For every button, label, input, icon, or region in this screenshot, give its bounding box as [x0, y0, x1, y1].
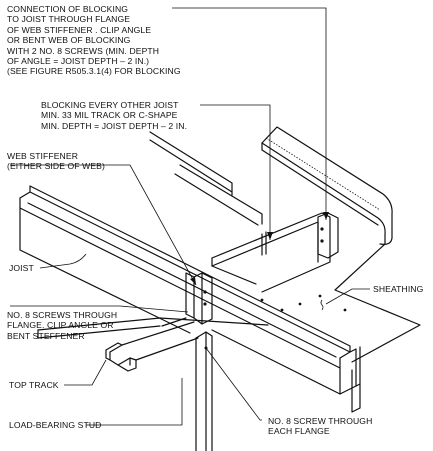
far-joist	[149, 131, 263, 226]
note-line: MIN. 33 MIL TRACK OR C-SHAPE	[41, 110, 178, 121]
note-line: WITH 2 NO. 8 SCREWS (MIN. DEPTH	[7, 45, 160, 56]
screw-each-flange-note: NO. 8 SCREW THROUGH EACH FLANGE	[268, 416, 372, 437]
top-track	[37, 317, 269, 372]
note-line: LOAD-BEARING STUD	[9, 420, 102, 430]
sheathing-panel	[261, 126, 421, 363]
main-joist	[19, 185, 361, 413]
screws-flange-note: NO. 8 SCREWS THROUGH FLANGE. CLIP ANGLE …	[7, 310, 117, 341]
blocking-every-other-note: BLOCKING EVERY OTHER JOIST MIN. 33 MIL T…	[41, 100, 187, 131]
sheathing-label: SHEATHING	[373, 284, 423, 294]
note-line: WEB STIFFENER	[7, 151, 79, 161]
note-line: FLANGE. CLIP ANGLE OR	[7, 320, 114, 331]
note-line: BLOCKING EVERY OTHER JOIST	[41, 100, 179, 110]
note-line: (SEE FIGURE R505.3.1(4) FOR BLOCKING	[7, 66, 181, 77]
note-line: OF WEB STIFFENER . CLIP ANGLE	[7, 24, 152, 35]
note-line: CONNECTION OF BLOCKING	[7, 4, 129, 14]
load-bearing-stud-label: LOAD-BEARING STUD	[9, 420, 101, 430]
top-track-label: TOP TRACK	[9, 380, 59, 390]
load-bearing-stud	[195, 331, 213, 451]
note-line: EACH FLANGE	[268, 426, 330, 437]
note-line: JOIST	[9, 263, 34, 273]
note-line: OR BENT WEB OF BLOCKING	[7, 35, 131, 46]
blocking-connection-note: CONNECTION OF BLOCKING TO JOIST THROUGH …	[7, 4, 181, 77]
note-line: NO. 8 SCREW THROUGH	[268, 416, 373, 426]
joist-label: JOIST	[9, 263, 34, 273]
note-line: BENT STEFFENER	[7, 330, 85, 341]
note-line: SHEATHING	[373, 284, 424, 294]
web-stiffener-note: WEB STIFFENER (EITHER SIDE OF WEB)	[7, 151, 105, 172]
note-line: MIN. DEPTH = JOIST DEPTH – 2 IN.	[41, 120, 188, 131]
web-stiffener	[185, 272, 213, 325]
leader-lines	[10, 7, 370, 426]
note-line: TOP TRACK	[9, 380, 59, 390]
note-line: (EITHER SIDE OF WEB)	[7, 161, 105, 172]
blocking	[211, 212, 339, 293]
joist-screws	[260, 294, 347, 312]
note-line: NO. 8 SCREWS THROUGH	[7, 310, 118, 320]
note-line: OF ANGLE = JOIST DEPTH – 2 IN.)	[7, 56, 150, 67]
note-line: TO JOIST THROUGH FLANGE	[7, 14, 131, 25]
